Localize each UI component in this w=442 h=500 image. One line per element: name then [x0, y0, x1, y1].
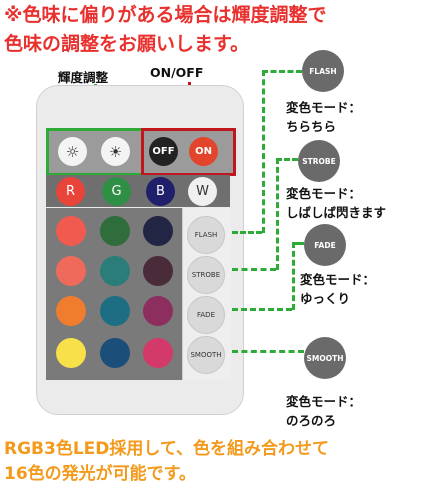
fade-callout-title: 変色モード：: [300, 272, 376, 287]
color-button[interactable]: [56, 256, 86, 286]
fade-connector: [232, 308, 292, 311]
footer-note-line-2: 16色の発光が可能です。: [4, 464, 196, 484]
brightness-up-button[interactable]: ☀: [101, 137, 130, 166]
fade-callout-circle: FADE: [304, 224, 346, 266]
on-button[interactable]: ON: [189, 137, 218, 166]
color-button[interactable]: [56, 216, 86, 246]
color-button[interactable]: [56, 296, 86, 326]
flash-callout-desc: 変色モード： ちらちら: [286, 98, 361, 136]
smooth-callout-desc: 変色モード： のろのろ: [286, 392, 361, 430]
header-note-line-2: 色味の調整をお願いします。: [4, 33, 250, 55]
smooth-connector: [232, 350, 304, 353]
strobe-callout-title: 変色モード：: [286, 186, 362, 201]
color-button[interactable]: [100, 256, 130, 286]
flash-callout-text: ちらちら: [286, 119, 337, 134]
flash-connector-v: [262, 70, 265, 233]
sun-dim-icon: ☼: [65, 142, 80, 161]
color-button[interactable]: [100, 296, 130, 326]
brightness-down-button[interactable]: ☼: [58, 137, 87, 166]
footer-note-line-1: RGB3色LED採用して、色を組み合わせて: [4, 439, 330, 459]
fade-connector-v: [292, 242, 295, 310]
remote-control: ☼ ☀ OFF ON R G B W FLASH STROBE FADE SMO…: [36, 85, 244, 415]
strobe-connector-v: [276, 158, 279, 270]
color-button[interactable]: [143, 216, 173, 246]
smooth-button[interactable]: SMOOTH: [187, 336, 225, 374]
flash-connector-top: [262, 70, 302, 73]
strobe-callout-circle: STROBE: [298, 140, 340, 182]
color-button[interactable]: [143, 256, 173, 286]
strobe-connector: [232, 268, 276, 271]
fade-connector-top: [292, 242, 304, 245]
red-button[interactable]: R: [56, 177, 85, 206]
color-button[interactable]: [56, 338, 86, 368]
smooth-callout-text: のろのろ: [286, 413, 337, 428]
flash-callout-title: 変色モード：: [286, 100, 362, 115]
onoff-label: ON/OFF: [150, 65, 204, 80]
off-button[interactable]: OFF: [149, 137, 178, 166]
green-button[interactable]: G: [102, 177, 131, 206]
flash-connector: [232, 231, 262, 234]
strobe-connector-top: [276, 158, 298, 161]
color-button[interactable]: [100, 338, 130, 368]
white-button[interactable]: W: [188, 177, 217, 206]
fade-callout-desc: 変色モード： ゆっくり: [300, 270, 375, 308]
color-button[interactable]: [143, 338, 173, 368]
smooth-callout-title: 変色モード：: [286, 394, 362, 409]
sun-bright-icon: ☀: [108, 142, 123, 161]
color-button[interactable]: [100, 216, 130, 246]
header-note: ※色味に偏りがある場合は輝度調整で 色味の調整をお願いします。: [4, 1, 440, 59]
header-note-line-1: ※色味に偏りがある場合は輝度調整で: [4, 4, 327, 26]
strobe-callout-desc: 変色モード： しばしば閃きます: [286, 184, 386, 222]
brightness-label: 輝度調整: [58, 70, 109, 85]
color-button[interactable]: [143, 296, 173, 326]
smooth-callout-circle: SMOOTH: [304, 337, 346, 379]
strobe-button[interactable]: STROBE: [187, 256, 225, 294]
flash-callout-circle: FLASH: [302, 50, 344, 92]
flash-button[interactable]: FLASH: [187, 216, 225, 254]
fade-button[interactable]: FADE: [187, 296, 225, 334]
strobe-callout-text: しばしば閃きます: [286, 205, 387, 220]
footer-note: RGB3色LED採用して、色を組み合わせて 16色の発光が可能です。: [4, 437, 440, 487]
fade-callout-text: ゆっくり: [300, 291, 351, 306]
blue-button[interactable]: B: [146, 177, 175, 206]
